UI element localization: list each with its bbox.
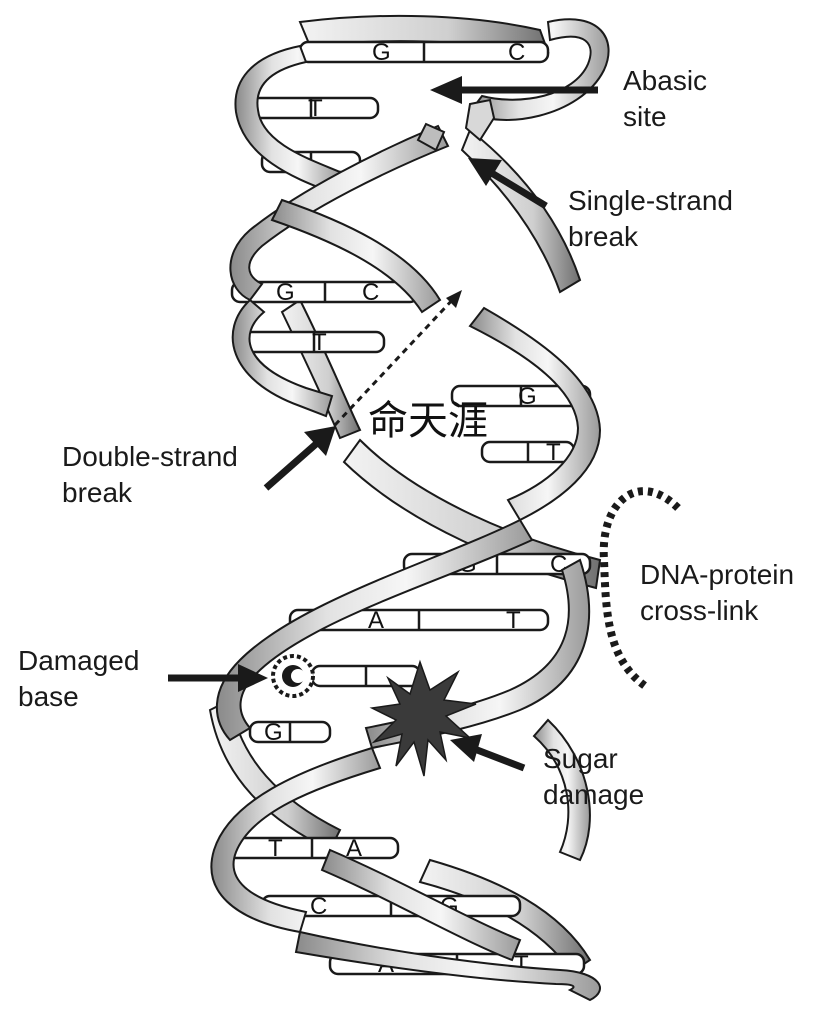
base-letter-left: A bbox=[368, 607, 384, 634]
double-strand-break-arrowhead bbox=[446, 290, 462, 308]
label-dpc-line2: cross-link bbox=[640, 595, 759, 626]
base-letter-left: G bbox=[264, 719, 283, 746]
label-abasic-line2: site bbox=[623, 101, 667, 132]
base-letter-right: T bbox=[506, 607, 521, 634]
label-ssb-line2: break bbox=[568, 221, 639, 252]
base-letter-left: T bbox=[268, 835, 283, 862]
base-letter-right: G bbox=[518, 383, 537, 410]
watermark-text: 命天涯 bbox=[368, 398, 488, 444]
base-letter-right: T bbox=[546, 439, 561, 466]
label-sugar-line1: Sugar bbox=[543, 743, 618, 774]
label-sugar-line2: damage bbox=[543, 779, 644, 810]
label-damaged-line1: Damaged bbox=[18, 645, 139, 676]
label-dsb-line1: Double-strand bbox=[62, 441, 238, 472]
base-letter-right: C bbox=[508, 39, 525, 66]
label-dsb-line2: break bbox=[62, 477, 133, 508]
base-letter-left: G bbox=[276, 279, 295, 306]
base-letter-left: C bbox=[310, 893, 327, 920]
label-ssb-line1: Single-strand bbox=[568, 185, 733, 216]
base-letter-left: T bbox=[312, 329, 327, 356]
base-letter-left: G bbox=[372, 39, 391, 66]
base-letter-right: C bbox=[362, 279, 379, 306]
base-letter-left: T bbox=[308, 95, 323, 122]
damaged-base-marker bbox=[273, 656, 313, 696]
label-dpc-line1: DNA-protein bbox=[640, 559, 794, 590]
label-damaged-line2: base bbox=[18, 681, 79, 712]
label-abasic-line1: Abasic bbox=[623, 65, 707, 96]
